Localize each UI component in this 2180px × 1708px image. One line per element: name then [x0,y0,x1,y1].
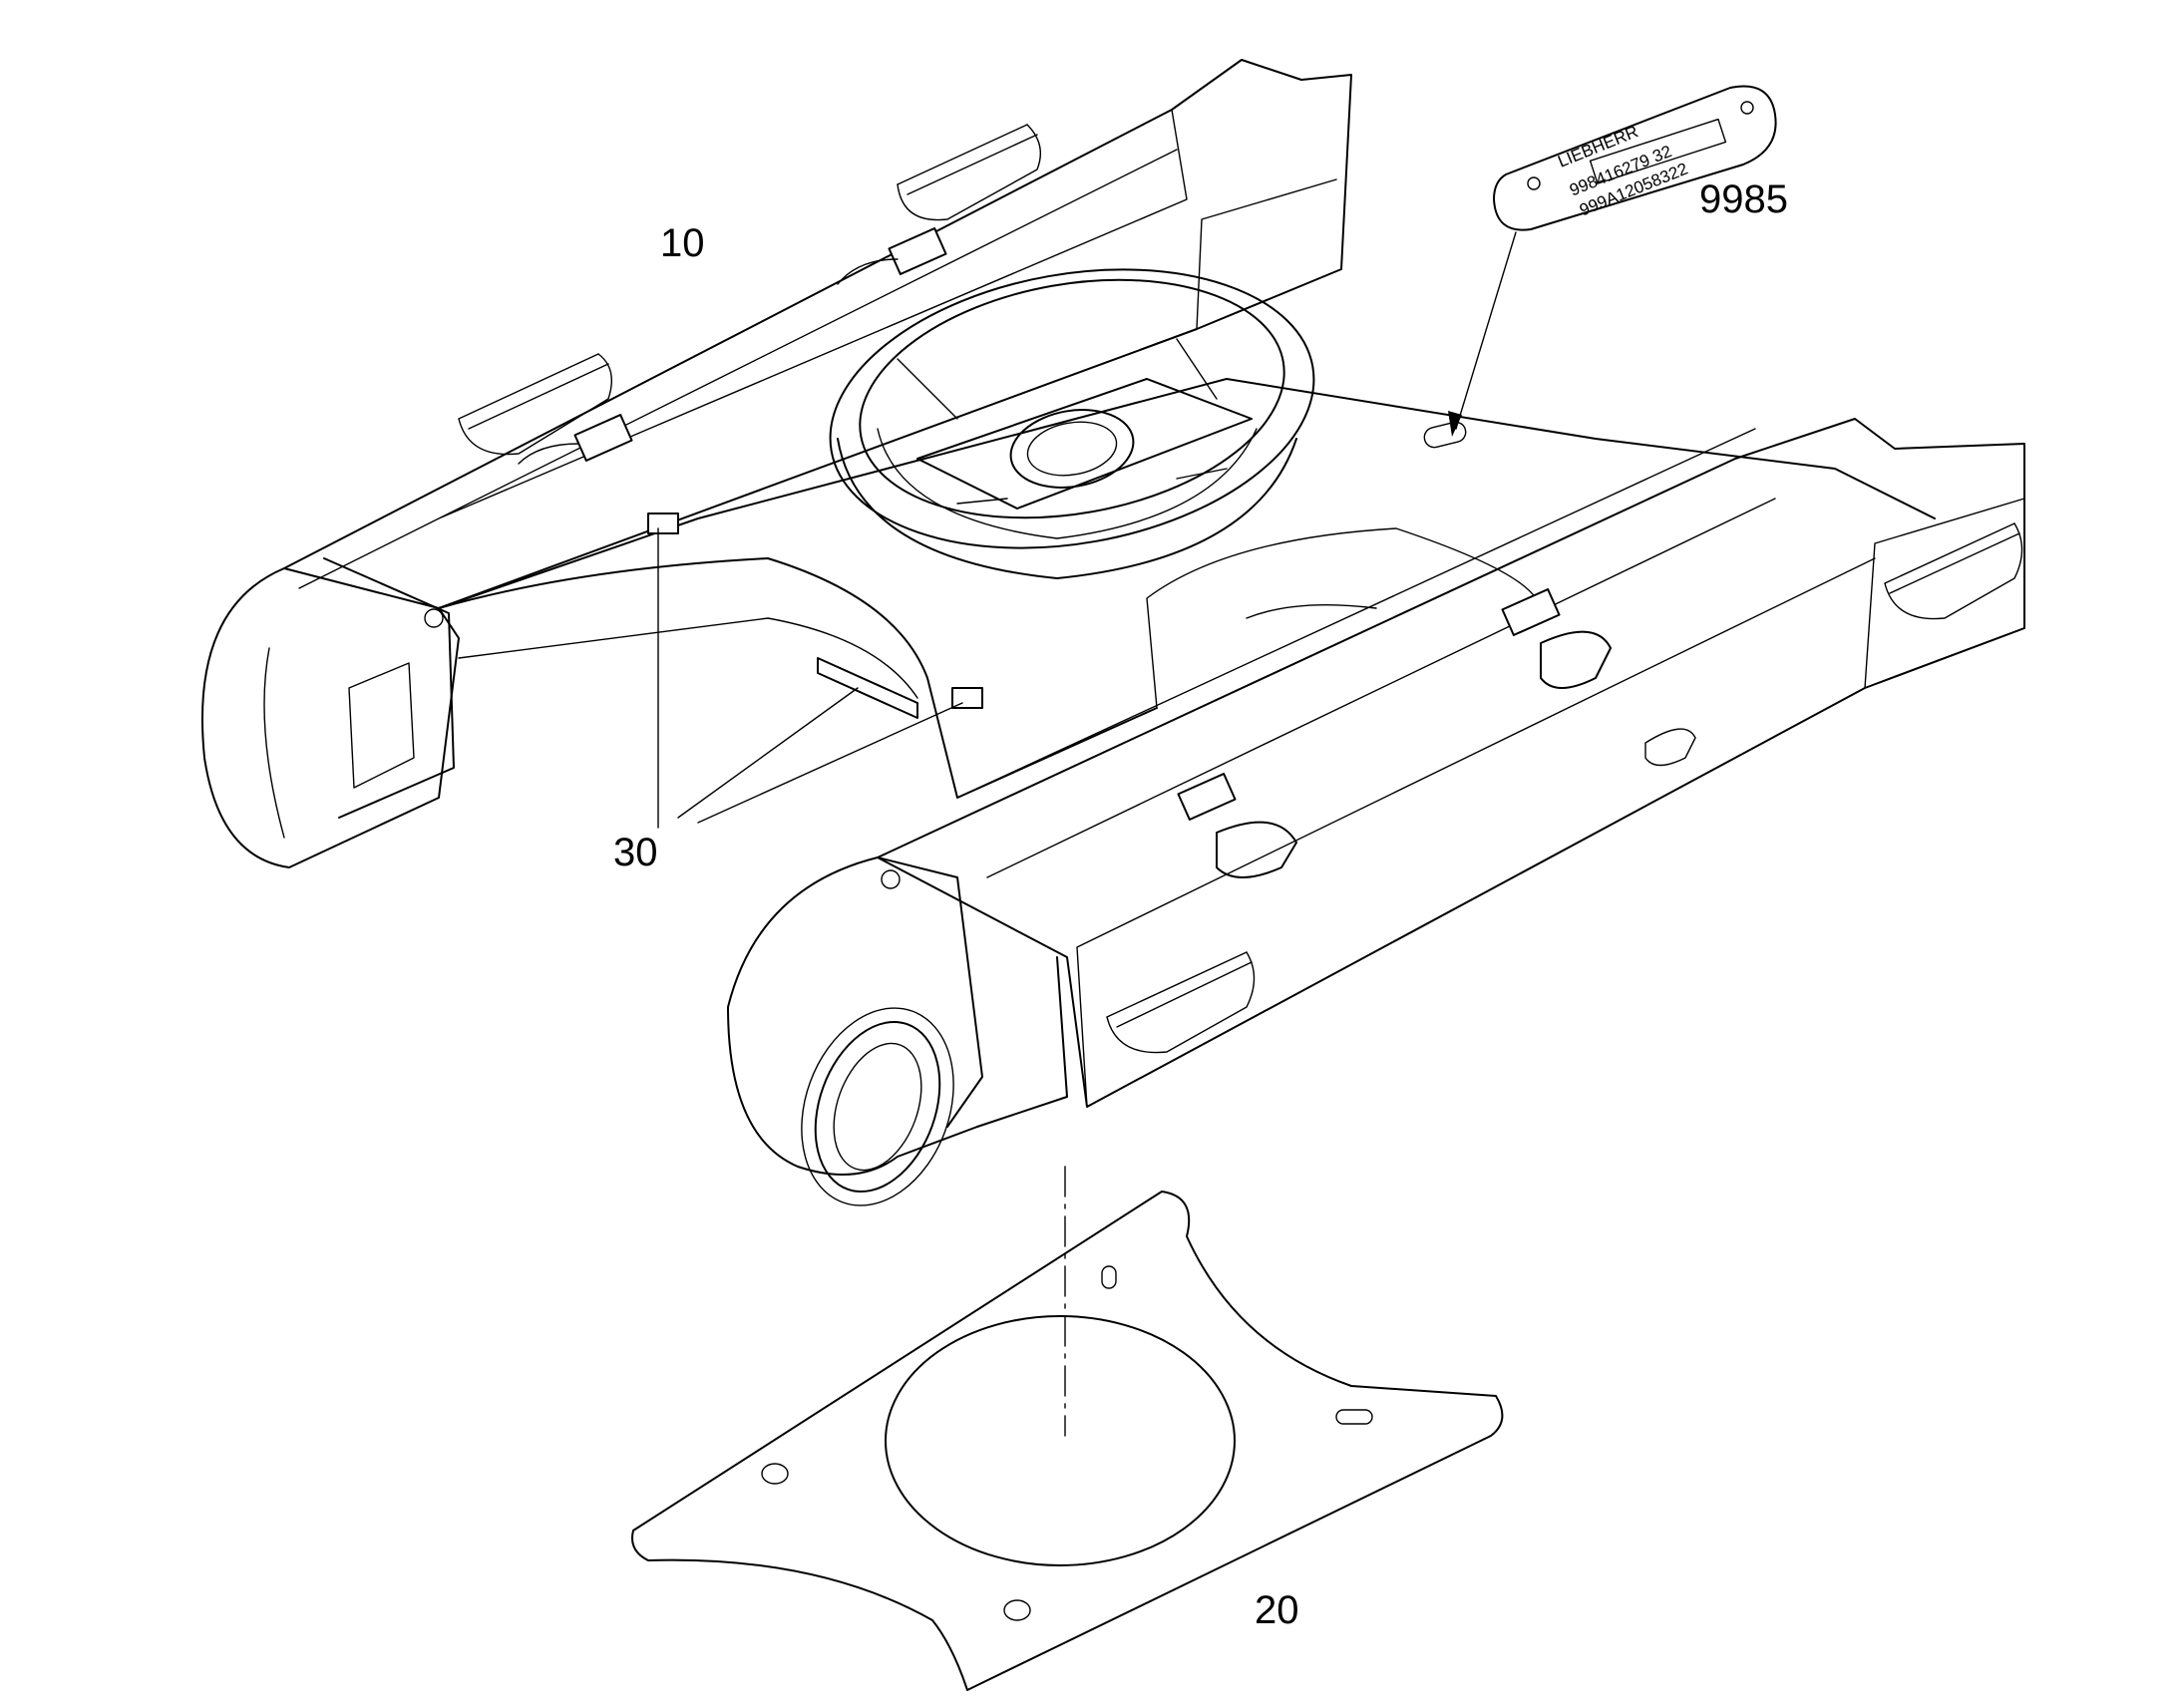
leader-nameplate [1455,231,1517,430]
leader-bracket-3 [697,702,963,824]
callout-nameplate: 9985 [1699,177,1788,221]
callout-plate: 20 [1255,1588,1299,1632]
base-plate-part [631,1191,1504,1691]
leader-bracket-2 [677,687,859,819]
leader-lines [657,231,1517,829]
callout-brackets: 30 [613,831,658,874]
leader-arrowhead [1448,411,1462,437]
undercarriage-frame [200,59,2025,1206]
callout-frame: 10 [660,221,705,265]
